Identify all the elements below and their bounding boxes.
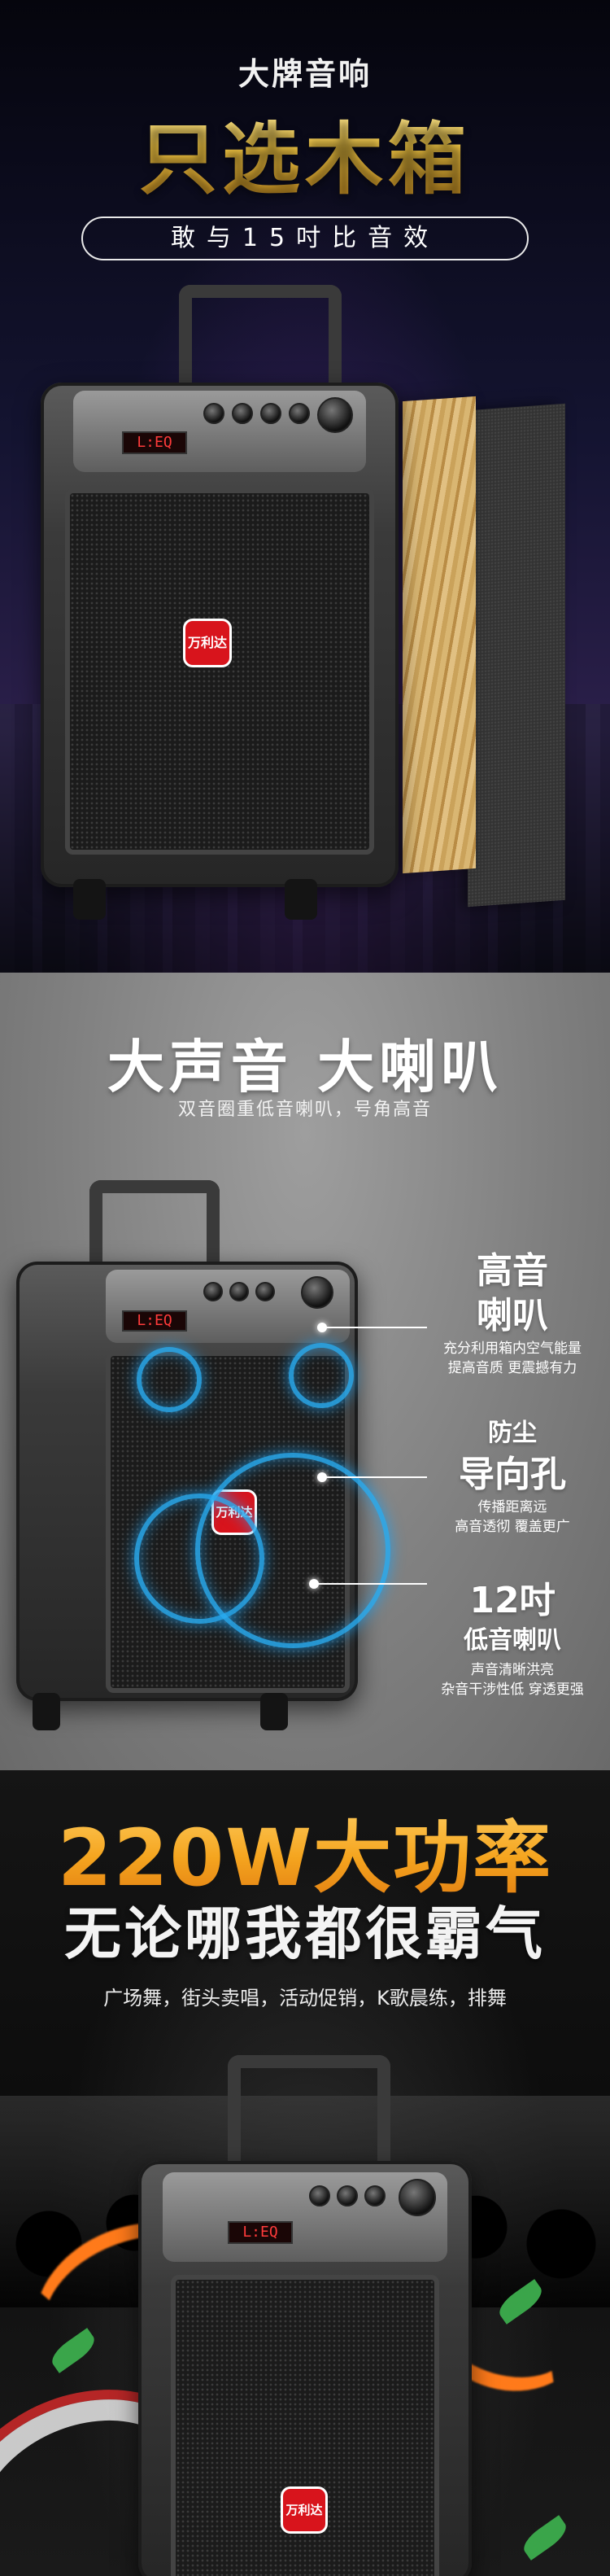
echo-knob xyxy=(289,403,310,424)
feature-port-title-2: 导向孔 xyxy=(459,1454,566,1495)
wheel-right xyxy=(285,879,317,920)
feature-tweeter-title-1: 高音 xyxy=(477,1250,548,1292)
control-panel: L:EQ xyxy=(106,1270,350,1343)
hero-tagline: 大牌音响 xyxy=(237,56,372,92)
leaf-decoration xyxy=(518,2515,572,2561)
power-subtitle: 无论哪我都很霸气 xyxy=(64,1900,546,1967)
feature-port-desc-2: 高音透彻 覆盖更广 xyxy=(455,1519,570,1535)
brand-logo: 万利达 xyxy=(281,2486,328,2534)
feature-woofer-desc-1: 声音清晰洪亮 xyxy=(471,1662,554,1678)
usage-scenes: 广场舞，街头卖唱，活动促销，K歌晨练，排舞 xyxy=(103,1987,507,2010)
speaker-features-section: 大声音 大喇叭 双音圈重低音喇叭，号角高音 L:EQ 万利达 高音 喇叭 充分利… xyxy=(0,973,610,1770)
speaker-image: L:EQ 万利达 xyxy=(41,285,423,936)
power-section: 220W大功率 无论哪我都很霸气 广场舞，街头卖唱，活动促销，K歌晨练，排舞 L… xyxy=(0,1770,610,2576)
volume-knob xyxy=(203,403,224,424)
features-title: 大声音 大喇叭 xyxy=(107,1034,503,1100)
bass-knob xyxy=(232,403,253,424)
treble-knob xyxy=(255,1282,275,1301)
volume-knob xyxy=(203,1282,223,1301)
hero-title: 只选木箱 xyxy=(0,96,610,209)
feature-tweeter-desc-1: 充分利用箱内空气能量 xyxy=(443,1340,582,1357)
hero-section: 大牌音响 只选木箱 敢与15吋比音效 L:EQ 万利达 xyxy=(0,0,610,973)
speaker-handle xyxy=(89,1180,220,1270)
hero-pill-caption: 敢与15吋比音效 xyxy=(81,216,529,260)
feature-port-title-1: 防尘 xyxy=(488,1419,537,1447)
master-knob xyxy=(317,397,353,433)
brand-logo: 万利达 xyxy=(183,619,232,667)
feature-tweeter-title-2: 喇叭 xyxy=(477,1295,548,1336)
master-knob xyxy=(301,1276,333,1309)
wheel-right xyxy=(260,1693,288,1730)
led-display: L:EQ xyxy=(122,431,187,454)
volume-knob xyxy=(309,2185,330,2206)
speaker-grille xyxy=(65,488,374,855)
speaker-handle xyxy=(228,2055,390,2169)
speaker-body: L:EQ 万利达 xyxy=(41,383,399,887)
speaker-handle xyxy=(179,285,342,391)
feature-woofer-title-2: 低音喇叭 xyxy=(464,1626,561,1655)
bass-knob xyxy=(229,1282,249,1301)
feature-tweeter-desc-2: 提高音质 更震撼有力 xyxy=(447,1360,577,1376)
feature-port-desc-1: 传播距离远 xyxy=(477,1499,547,1515)
feature-woofer-title-1: 12吋 xyxy=(469,1580,556,1621)
woofer-highlight-main xyxy=(195,1453,390,1648)
wheel-left xyxy=(33,1693,60,1730)
speaker-body: L:EQ 万利达 xyxy=(138,2161,472,2576)
control-panel: L:EQ xyxy=(163,2172,447,2262)
callout-dot-port xyxy=(317,1472,327,1482)
led-display: L:EQ xyxy=(122,1310,187,1332)
callout-line-woofer xyxy=(317,1583,427,1585)
feature-woofer-desc-2: 杂音干涉性低 穿透更强 xyxy=(441,1682,584,1698)
master-knob xyxy=(399,2179,436,2216)
callout-dot-woofer xyxy=(309,1579,319,1589)
treble-knob xyxy=(364,2185,386,2206)
callout-line-port xyxy=(325,1476,427,1478)
tweeter-highlight-right xyxy=(289,1343,354,1408)
power-title: 220W大功率 xyxy=(0,1795,610,1908)
led-display: L:EQ xyxy=(228,2221,293,2244)
felt-layer-image xyxy=(468,403,565,908)
speaker-image: L:EQ 万利达 xyxy=(138,2055,480,2576)
wheel-left xyxy=(73,879,106,920)
features-subtitle: 双音圈重低音喇叭，号角高音 xyxy=(177,1100,432,1120)
callout-line-tweeter xyxy=(325,1327,427,1328)
bass-knob xyxy=(337,2185,358,2206)
tweeter-highlight-left xyxy=(137,1347,202,1412)
callout-dot-tweeter xyxy=(317,1323,327,1332)
treble-knob xyxy=(260,403,281,424)
control-panel: L:EQ xyxy=(73,391,366,472)
